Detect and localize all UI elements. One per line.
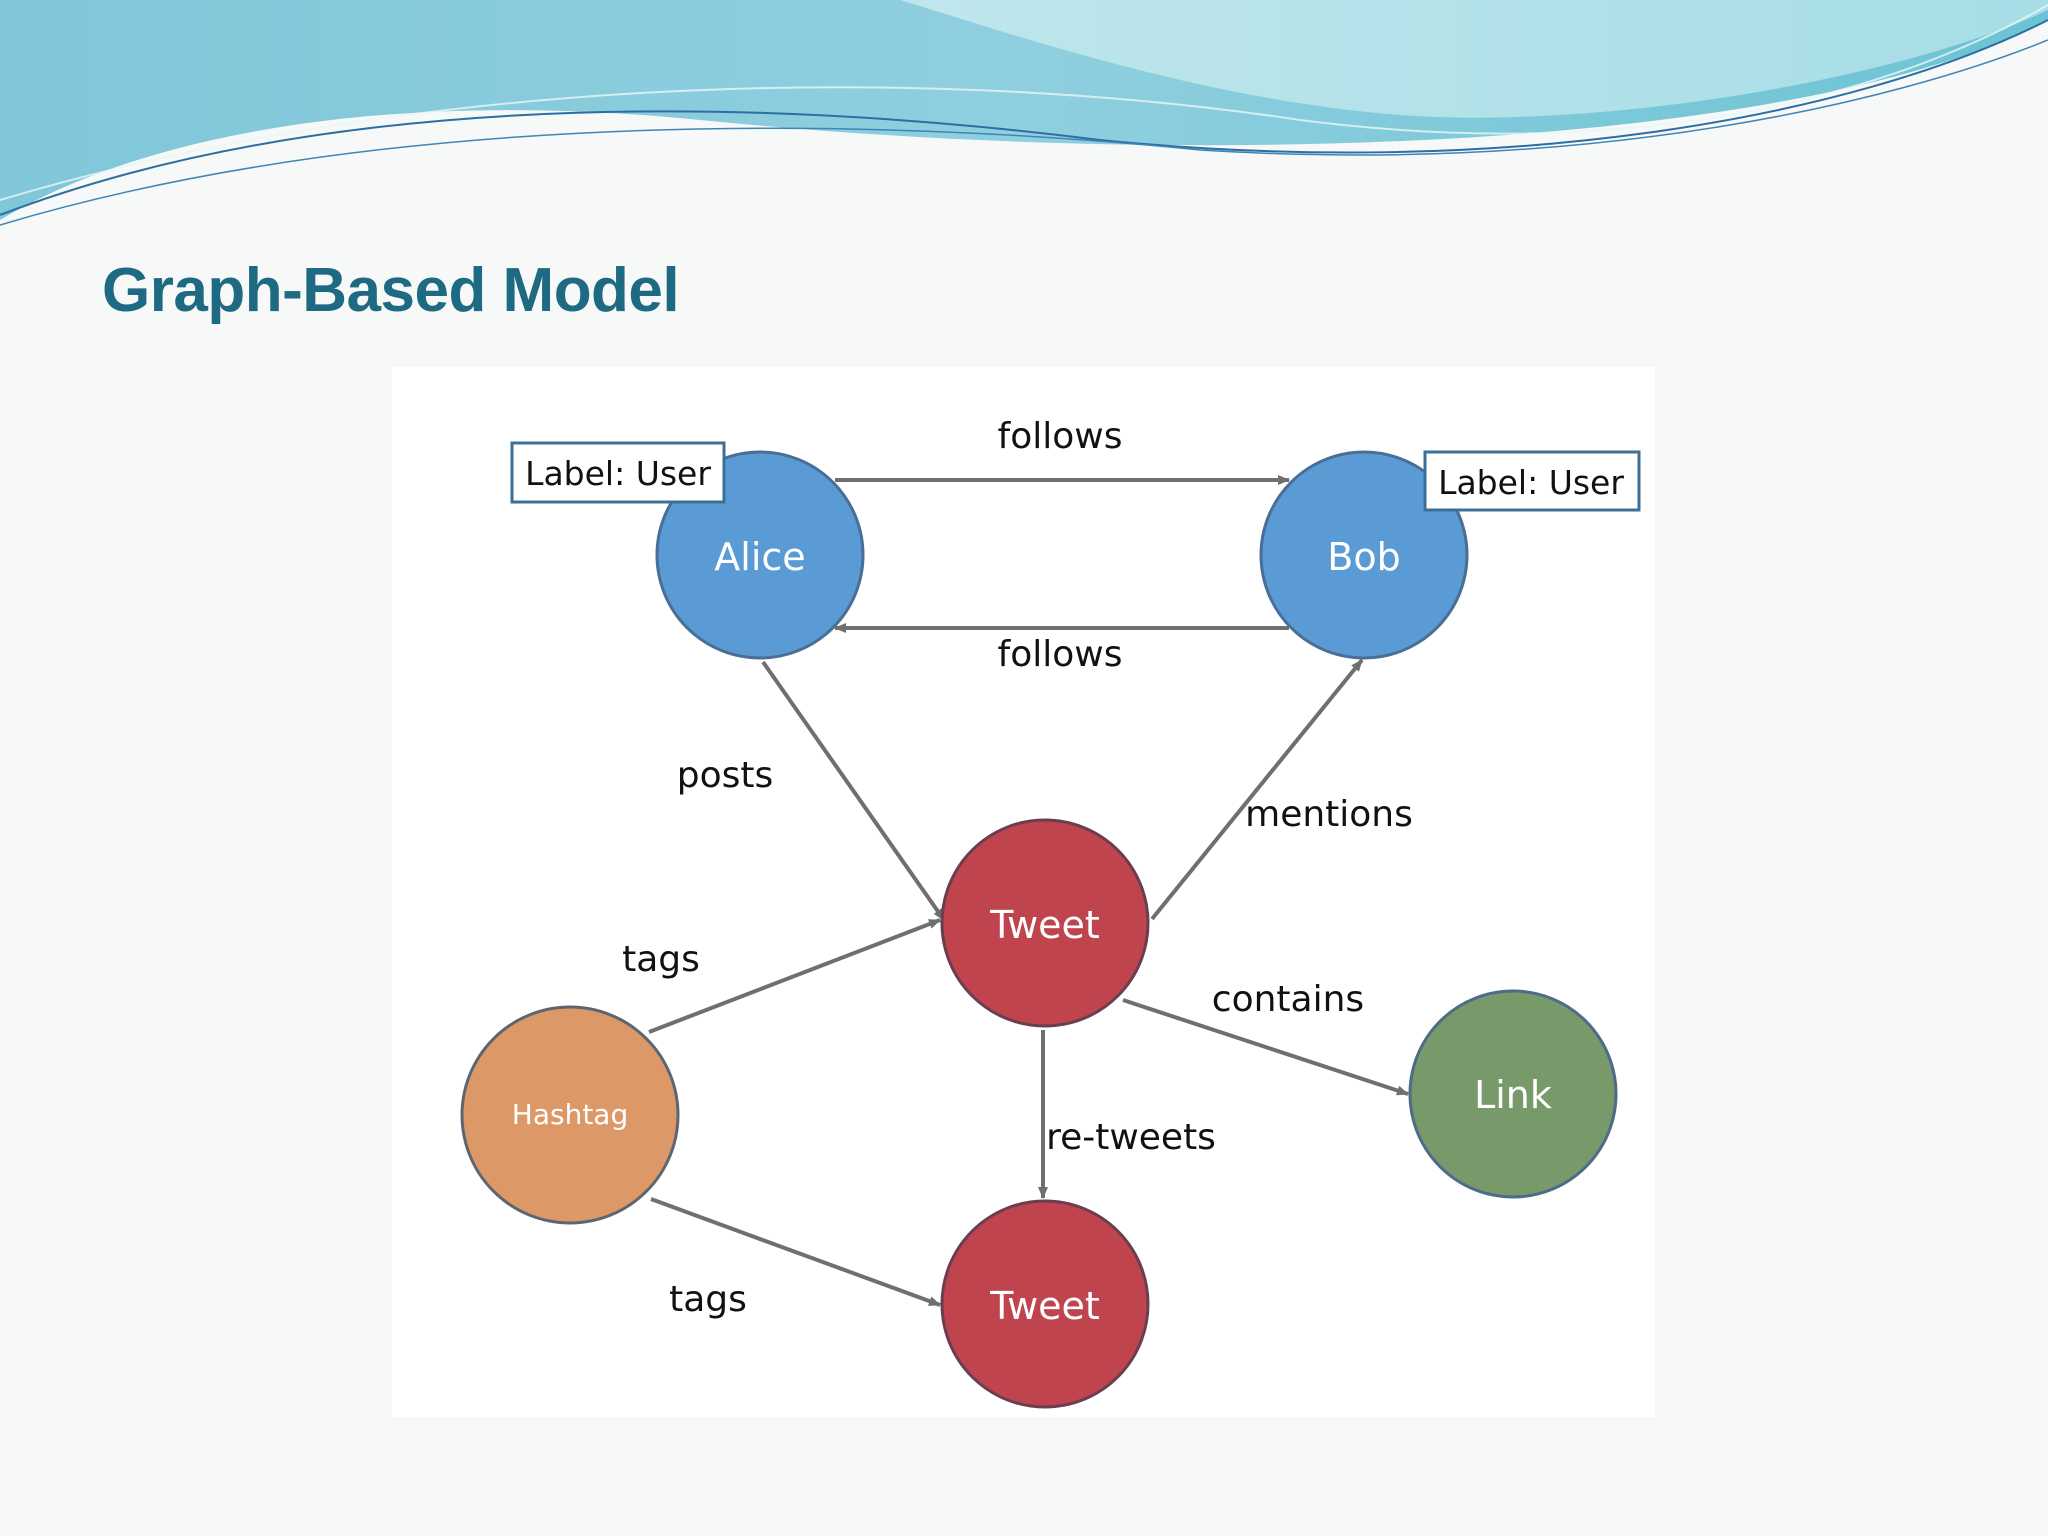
alice-user-tag: Label: User (510, 441, 726, 504)
bob-user-tag: Label: User (1423, 450, 1641, 512)
edge-label-bob-follows-alice: follows (998, 634, 1123, 675)
edge-hashtag-tags-tweet-top (648, 918, 941, 1034)
edge-label-retweets: re-tweets (1046, 1117, 1216, 1158)
node-hashtag: Hashtag (460, 1005, 680, 1225)
edge-label-tags-bottom: tags (669, 1279, 747, 1320)
edge-label-posts: posts (677, 755, 774, 796)
header-wave-banner (0, 0, 2048, 226)
node-bob-label: Bob (1327, 535, 1400, 579)
edge-label-alice-follows-bob: follows (998, 416, 1123, 457)
slide-title: Graph-Based Model (102, 256, 680, 325)
edge-hashtag-tags-tweet-bottom (650, 1197, 941, 1307)
edge-tweet-contains-link (1122, 998, 1409, 1096)
node-link: Link (1408, 989, 1618, 1199)
node-link-label: Link (1474, 1073, 1552, 1117)
node-tweet-bottom-label: Tweet (989, 1284, 1100, 1328)
edge-alice-posts-tweet (761, 660, 946, 922)
edge-tweet-mentions-bob (1150, 658, 1364, 921)
node-tweet-top: Tweet (940, 818, 1150, 1028)
edge-label-mentions: mentions (1245, 794, 1413, 835)
edge-label-contains: contains (1212, 979, 1364, 1020)
node-tweet-bottom: Tweet (940, 1199, 1150, 1409)
node-alice-label: Alice (714, 535, 805, 579)
edge-label-tags-top: tags (622, 939, 700, 980)
bob-user-tag-text: Label: User (1438, 463, 1624, 502)
node-hashtag-label: Hashtag (512, 1098, 628, 1131)
node-tweet-top-label: Tweet (989, 903, 1100, 947)
alice-user-tag-text: Label: User (525, 454, 711, 493)
node-bob: Bob (1259, 450, 1469, 660)
